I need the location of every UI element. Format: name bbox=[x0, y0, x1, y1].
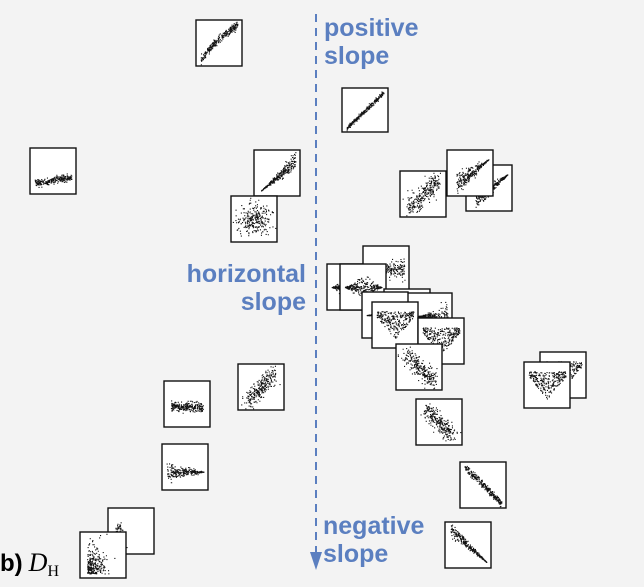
scatterplot-tile bbox=[395, 343, 443, 391]
tile-frame bbox=[161, 443, 209, 491]
tile-points bbox=[344, 276, 383, 301]
tile-points bbox=[410, 301, 449, 331]
scatterplot-tile bbox=[446, 149, 494, 197]
tile-frame bbox=[371, 301, 419, 349]
tile-frame bbox=[253, 149, 301, 197]
tile-points bbox=[346, 91, 385, 132]
tile-points bbox=[261, 152, 297, 192]
tile-points bbox=[450, 524, 488, 563]
horizontal-slope-label: horizontal slope bbox=[186, 260, 306, 316]
tile-points bbox=[420, 403, 462, 442]
scatterplot-tile bbox=[253, 149, 301, 197]
tile-frame bbox=[237, 363, 285, 411]
scatterplot-tile bbox=[371, 301, 419, 349]
tile-points bbox=[87, 533, 116, 575]
panel-symbol: D bbox=[28, 548, 48, 577]
tile-points bbox=[422, 327, 461, 352]
tile-frame bbox=[446, 149, 494, 197]
tile-points bbox=[34, 173, 73, 188]
horizontal-slope-label-line-1: horizontal bbox=[186, 260, 306, 288]
scatterplot-tile bbox=[230, 195, 278, 243]
scatterplot-tile bbox=[163, 380, 211, 428]
positive-slope-label-line-1: positive bbox=[324, 14, 419, 42]
scatterplot-tile bbox=[195, 19, 243, 67]
tile-points bbox=[170, 400, 204, 414]
positive-slope-label-line-2: slope bbox=[324, 42, 390, 70]
scatterplot-tile bbox=[237, 363, 285, 411]
tile-points bbox=[528, 371, 567, 400]
positive-slope-label: positive slope bbox=[324, 14, 418, 70]
horizontal-slope-label-line-2: slope bbox=[240, 288, 306, 316]
scatterplot-tile bbox=[341, 87, 389, 133]
tile-points bbox=[402, 172, 441, 217]
tile-points bbox=[166, 463, 205, 484]
panel-label: b)DH bbox=[0, 548, 59, 587]
axis-arrowhead-icon bbox=[310, 552, 322, 570]
scatterplot-tile bbox=[415, 398, 463, 446]
tile-frame bbox=[29, 147, 77, 195]
tile-frame bbox=[415, 398, 463, 446]
tile-points bbox=[456, 159, 490, 194]
scatterplot-tile bbox=[79, 531, 127, 579]
tile-frame bbox=[399, 170, 447, 218]
scatterplot-tile bbox=[523, 361, 571, 409]
tile-frame bbox=[523, 361, 571, 409]
tile-points bbox=[241, 365, 281, 410]
scatterplot-tile bbox=[459, 461, 507, 509]
scatterplot-tile bbox=[399, 170, 447, 218]
negative-slope-label: negative slope bbox=[323, 512, 424, 568]
tile-points bbox=[475, 174, 509, 208]
negative-slope-label-line-2: slope bbox=[323, 540, 389, 568]
tile-points bbox=[367, 258, 406, 283]
scatterplot-tile bbox=[444, 521, 492, 569]
scatterplot-tile bbox=[29, 147, 77, 195]
scatterplot-tile bbox=[161, 443, 209, 491]
panel-letter: b) bbox=[0, 550, 23, 577]
panel-subscript: H bbox=[47, 563, 59, 580]
tile-points bbox=[200, 21, 239, 66]
tile-points bbox=[397, 346, 438, 390]
tile-points bbox=[376, 311, 415, 339]
tile-points bbox=[232, 197, 277, 237]
negative-slope-label-line-1: negative bbox=[323, 512, 425, 540]
tile-points bbox=[464, 465, 503, 508]
